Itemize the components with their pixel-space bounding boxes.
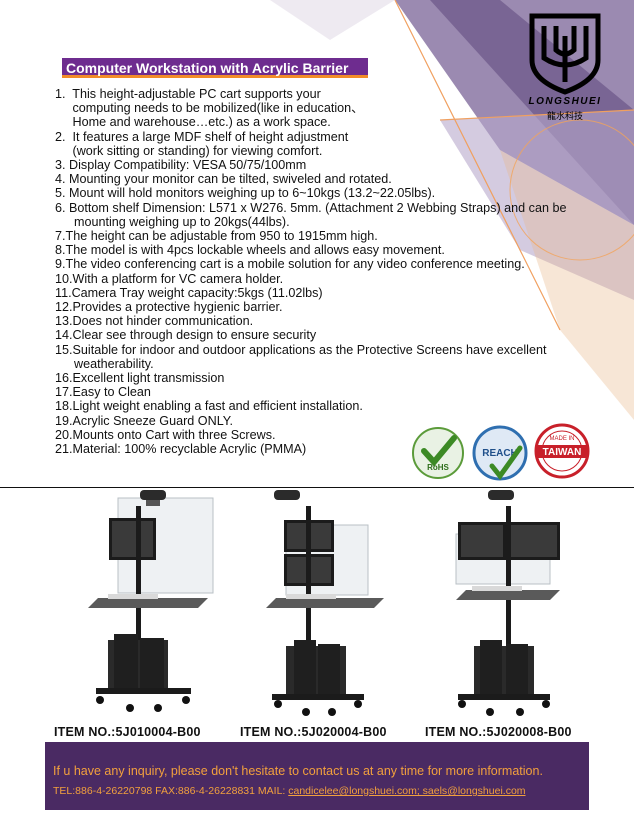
background-geometric-shapes <box>270 0 634 420</box>
feature-item: Home and warehouse…etc.) as a work space… <box>55 115 331 130</box>
feature-item: 7.The height can be adjustable from 950 … <box>55 229 378 244</box>
feature-item: computing needs to be mobilized(like in … <box>55 101 364 116</box>
email-links[interactable]: candicelee@longshuei.com; saels@longshue… <box>288 785 526 797</box>
feature-item: 1. This height-adjustable PC cart suppor… <box>55 87 321 101</box>
feature-item: 3. Display Compatibility: VESA 50/75/100… <box>55 158 307 173</box>
contact-details: TEL:886-4-26220798 FAX:886-4-26228831 MA… <box>53 785 526 797</box>
feature-item: 13.Does not hinder communication. <box>55 314 254 329</box>
feature-item: 6. Bottom shelf Dimension: L571 x W276. … <box>55 200 570 229</box>
item-number-1: ITEM NO.:5J010004-B00 <box>54 725 201 739</box>
inquiry-text: If u have any inquiry, please don't hesi… <box>53 764 543 778</box>
feature-item: 9.The video conferencing cart is a mobil… <box>55 257 525 272</box>
feature-item: 4. Mounting your monitor can be tilted, … <box>55 172 392 187</box>
contact-footer: If u have any inquiry, please don't hesi… <box>45 742 589 810</box>
item-number-3: ITEM NO.:5J020008-B00 <box>425 725 572 739</box>
feature-item: 14.Clear see through design to ensure se… <box>55 328 317 343</box>
feature-item: (work sitting or standing) for viewing c… <box>55 143 323 158</box>
feature-item: 8.The model is with 4pcs lockable wheels… <box>55 243 445 258</box>
feature-list: 1. This height-adjustable PC cart suppor… <box>55 87 615 456</box>
item-number-2: ITEM NO.:5J020004-B00 <box>240 725 387 739</box>
reach-badge-icon: REACH <box>472 425 528 481</box>
made-in-label: MADE IN <box>549 436 574 442</box>
product-photos <box>88 490 560 716</box>
cart-image-5j010004 <box>88 490 214 712</box>
logo-chinese-name: 龍水科技 <box>546 111 583 121</box>
logo-brand-name: LONGSHUEI <box>528 96 602 107</box>
feature-item: 17.Easy to Clean <box>55 385 151 400</box>
feature-item: 15.Suitable for indoor and outdoor appli… <box>55 342 550 371</box>
certification-badges: RoHS REACH MADE IN TAIWAN <box>412 423 590 481</box>
feature-item: 16.Excellent light transmission <box>55 371 225 386</box>
feature-item: 10.With a platform for VC camera holder. <box>55 271 284 286</box>
feature-item: 2. It features a large MDF shelf of heig… <box>55 129 349 144</box>
longshuei-emblem-icon <box>529 13 601 95</box>
feature-item: 19.Acrylic Sneeze Guard ONLY. <box>55 413 234 428</box>
cart-image-5j020004 <box>266 490 384 716</box>
feature-item: 11.Camera Tray weight capacity:5kgs (11.… <box>55 285 323 300</box>
cart-image-5j020008 <box>455 490 560 716</box>
feature-item: 5. Mount will hold monitors weighing up … <box>55 186 436 201</box>
feature-item: 21.Material: 100% recyclable Acrylic (PM… <box>55 442 307 457</box>
feature-item: 18.Light weight enabling a fast and effi… <box>55 399 363 414</box>
company-logo: LONGSHUEI 龍水科技 <box>510 10 620 121</box>
rohs-badge-icon: RoHS <box>412 427 464 479</box>
feature-item: 12.Provides a protective hygienic barrie… <box>55 300 283 315</box>
reach-label: REACH <box>482 448 518 459</box>
page-title: Computer Workstation with Acrylic Barrie… <box>62 58 368 78</box>
feature-item: 20.Mounts onto Cart with three Screws. <box>55 427 276 442</box>
rohs-label: RoHS <box>427 463 449 472</box>
phone-fax-text: TEL:886-4-26220798 FAX:886-4-26228831 MA… <box>53 785 289 797</box>
section-divider <box>0 487 634 488</box>
made-in-taiwan-badge-icon: MADE IN TAIWAN <box>534 423 590 479</box>
taiwan-label: TAIWAN <box>543 447 582 458</box>
